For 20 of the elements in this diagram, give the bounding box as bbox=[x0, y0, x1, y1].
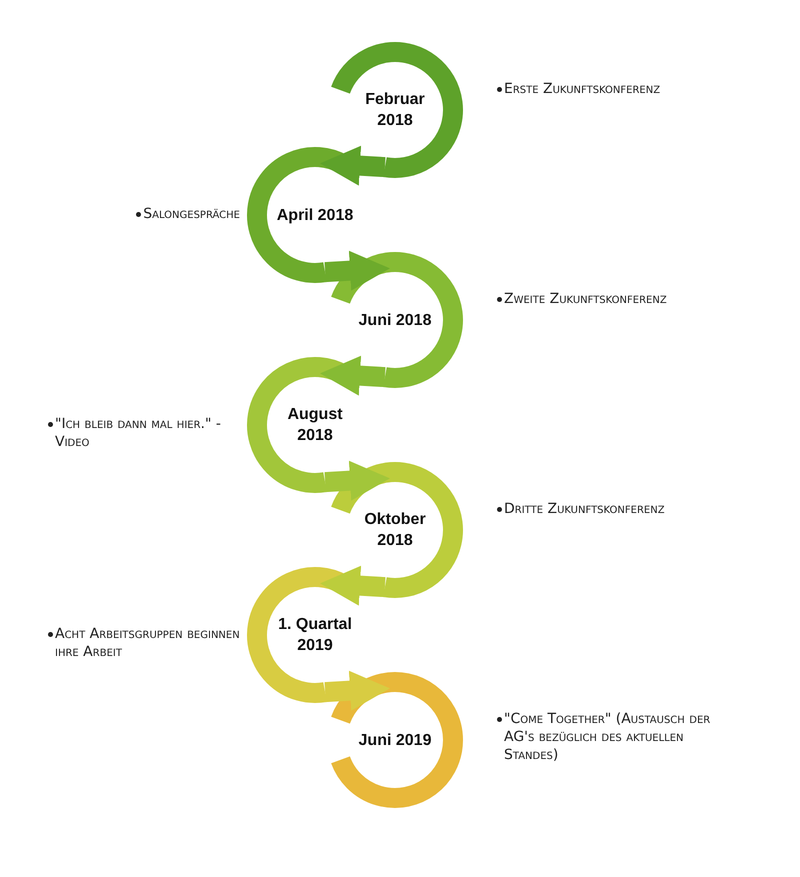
date-label: Februar 2018 bbox=[364, 90, 426, 131]
date-label: Juni 2019 bbox=[358, 730, 432, 750]
arrow bbox=[320, 566, 386, 606]
milestone-note: Dritte Zukunftskonferenz bbox=[504, 500, 666, 518]
milestone-note: "Ich bleib dann mal hier." - Video bbox=[55, 415, 222, 451]
milestone-note: "Come Together" (Austausch der AG's bezüglich des aktuellen Standes) bbox=[504, 710, 712, 764]
arrow bbox=[324, 250, 390, 291]
arrow bbox=[320, 356, 386, 396]
arrow bbox=[324, 460, 390, 501]
arrow bbox=[324, 670, 390, 711]
arrow bbox=[320, 146, 386, 186]
date-label: August 2018 bbox=[286, 405, 344, 446]
milestone-note: Acht Arbeitsgruppen beginnen ihre Arbeit bbox=[55, 625, 240, 661]
milestone-note: Zweite Zukunftskonferenz bbox=[504, 290, 668, 308]
date-label: 1. Quartal 2019 bbox=[277, 615, 353, 656]
date-label: April 2018 bbox=[276, 206, 354, 226]
date-label: Oktober 2018 bbox=[363, 510, 427, 551]
date-label: Juni 2018 bbox=[358, 310, 432, 330]
milestone-note: Salongespräche bbox=[143, 205, 240, 223]
milestone-note: Erste Zukunftskonferenz bbox=[504, 80, 662, 98]
